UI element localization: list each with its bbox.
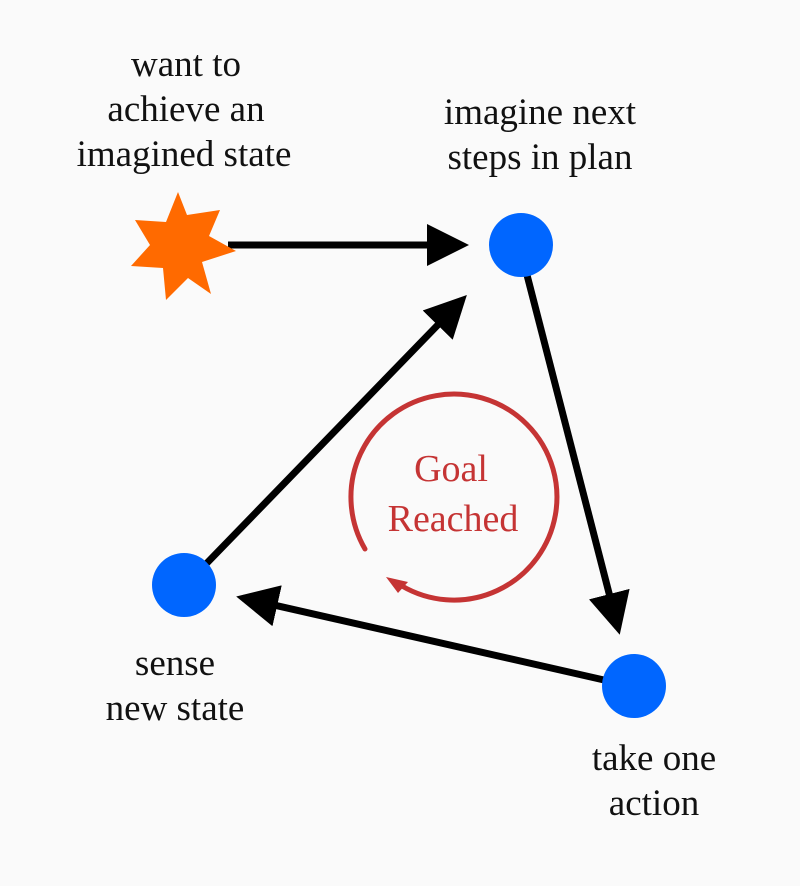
goal-label-line2: Reached — [388, 498, 519, 540]
arrow-plan-to-action — [523, 274, 630, 635]
plan-label-line2: steps in plan — [448, 137, 633, 178]
node-sense — [152, 553, 216, 617]
node-action — [602, 654, 666, 718]
start-label-line3: imagined state — [77, 134, 292, 175]
goal-label-line1: Goal — [414, 448, 488, 490]
arrow-sense-to-plan — [203, 294, 467, 567]
node-plan — [489, 213, 553, 277]
action-label-line2: action — [609, 783, 699, 824]
arrow-action-to-sense — [236, 585, 605, 684]
goal-loop-arrowhead-icon — [386, 577, 408, 593]
goal-loop-arc — [348, 391, 560, 603]
start-label-line2: achieve an — [107, 89, 264, 130]
star-icon — [131, 192, 236, 300]
sense-label-line2: new state — [106, 688, 245, 729]
plan-label-line1: imagine next — [444, 92, 637, 133]
action-label-line1: take one — [592, 738, 716, 779]
sense-label-line1: sense — [135, 643, 215, 684]
start-label-line1: want to — [131, 44, 241, 85]
